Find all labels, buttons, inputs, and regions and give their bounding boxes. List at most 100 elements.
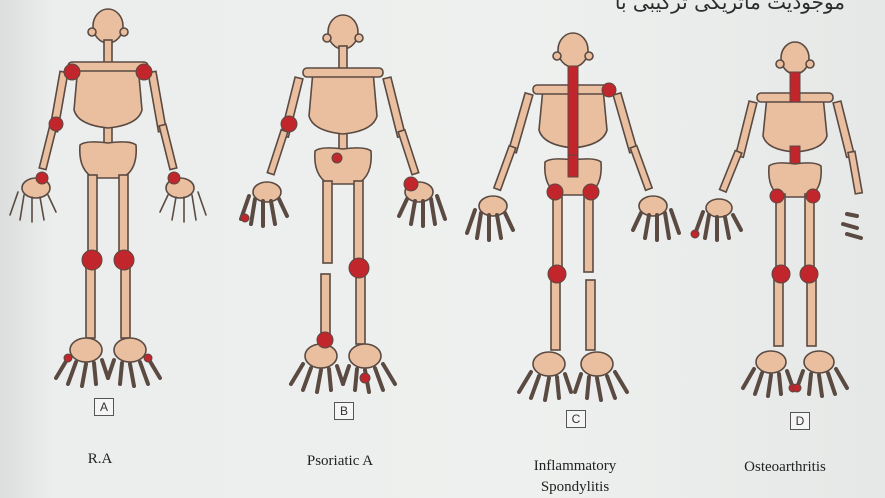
joint-elbow-left — [281, 116, 297, 132]
upper-arm-left — [736, 101, 757, 157]
tibia-right — [807, 280, 816, 346]
tibia-right — [356, 274, 365, 344]
joint-knee-right — [800, 265, 818, 283]
joint-knee-left — [548, 265, 566, 283]
joint-wrist-left — [36, 172, 48, 184]
foot-right — [804, 351, 834, 373]
ear-right — [355, 34, 363, 42]
joint-wrist-right — [168, 172, 180, 184]
tibia-right — [121, 268, 130, 338]
hand-left — [253, 182, 281, 202]
foot-right — [114, 338, 146, 362]
skull — [558, 33, 588, 67]
caption-d: Osteoarthritis — [720, 456, 850, 478]
skull — [781, 42, 809, 74]
joint-knee-left — [82, 250, 102, 270]
femur-right — [805, 194, 814, 272]
forearm-left — [494, 146, 516, 191]
joint-shoulder-left — [64, 64, 80, 80]
forearm-left — [720, 151, 742, 193]
spine-cervical-affected — [790, 72, 800, 102]
ribcage — [763, 96, 827, 152]
skeleton-d — [691, 42, 862, 396]
caption-a: R.A — [60, 448, 140, 470]
foot-left — [756, 351, 786, 373]
skeleton-c — [467, 33, 679, 400]
tibia-left — [86, 268, 95, 338]
joint-dip-left — [241, 214, 249, 222]
foot-left — [70, 338, 102, 362]
foot-left — [533, 352, 565, 376]
femur-right — [119, 175, 128, 257]
ear-left — [88, 28, 96, 36]
joint-mtp-right — [144, 354, 152, 362]
joint-knee-right — [349, 258, 369, 278]
femur-left — [88, 175, 97, 257]
tibia-right — [586, 280, 595, 350]
ear-left — [323, 34, 331, 42]
hand-left — [479, 196, 507, 216]
joint-shoulder-right — [136, 64, 152, 80]
joint-dip-left — [691, 230, 699, 238]
fingers-left — [695, 212, 741, 240]
panel-label-a: A — [94, 398, 114, 416]
forearm-right — [159, 124, 177, 169]
joint-toe-right — [360, 373, 370, 383]
clavicle — [303, 68, 383, 77]
skeleton-a — [10, 9, 206, 386]
upper-arm-right — [148, 71, 166, 131]
upper-arm-right — [833, 101, 854, 157]
joint-sacroiliac — [332, 153, 342, 163]
tibia-left — [774, 280, 783, 346]
fingers-right — [633, 210, 679, 240]
joint-ankle-left — [317, 332, 333, 348]
panel-label-c: C — [566, 410, 586, 428]
joint-wrist-right — [404, 177, 418, 191]
ribcage — [309, 71, 377, 134]
joint-elbow-left — [49, 117, 63, 131]
ear-left — [776, 60, 784, 68]
forearm-right — [848, 151, 862, 194]
femur-left — [553, 192, 562, 272]
joint-hip-right — [806, 189, 820, 203]
joint-knee-right — [114, 250, 134, 270]
tibia-left — [551, 280, 560, 350]
fingers-left — [241, 196, 287, 226]
femur-right — [584, 192, 593, 272]
hand-right — [639, 196, 667, 216]
skeleton-b — [241, 15, 445, 392]
foot-right — [349, 344, 381, 368]
ribcage — [74, 65, 142, 128]
ear-left — [553, 52, 561, 60]
foot-right — [581, 352, 613, 376]
spine-lower-affected — [568, 155, 578, 177]
upper-arm-right — [383, 77, 405, 137]
joint-hip-right — [583, 184, 599, 200]
forearm-right — [398, 130, 419, 175]
foot-left — [305, 344, 337, 368]
ear-right — [120, 28, 128, 36]
joint-hip-left — [770, 189, 784, 203]
pelvis — [315, 148, 371, 184]
upper-arm-right — [613, 93, 637, 153]
skull — [328, 15, 358, 49]
panel-label-b: B — [334, 402, 354, 420]
femur-left — [776, 194, 785, 272]
upper-arm-left — [509, 93, 533, 153]
caption-b: Psoriatic A — [270, 450, 410, 472]
skull — [93, 9, 123, 43]
joint-hip-left — [547, 184, 563, 200]
forearm-right — [630, 146, 652, 191]
ear-right — [806, 60, 814, 68]
pelvis — [80, 142, 136, 178]
joint-knee-left — [772, 265, 790, 283]
fingers-left — [467, 210, 513, 240]
forearm-left — [267, 130, 288, 175]
joint-first-mtp-right — [793, 384, 801, 392]
fingers-right — [843, 214, 861, 238]
fingers-right — [399, 196, 445, 226]
joint-shoulder-right — [602, 83, 616, 97]
ear-right — [585, 52, 593, 60]
caption-c-line2: Spondylitis — [505, 476, 645, 498]
